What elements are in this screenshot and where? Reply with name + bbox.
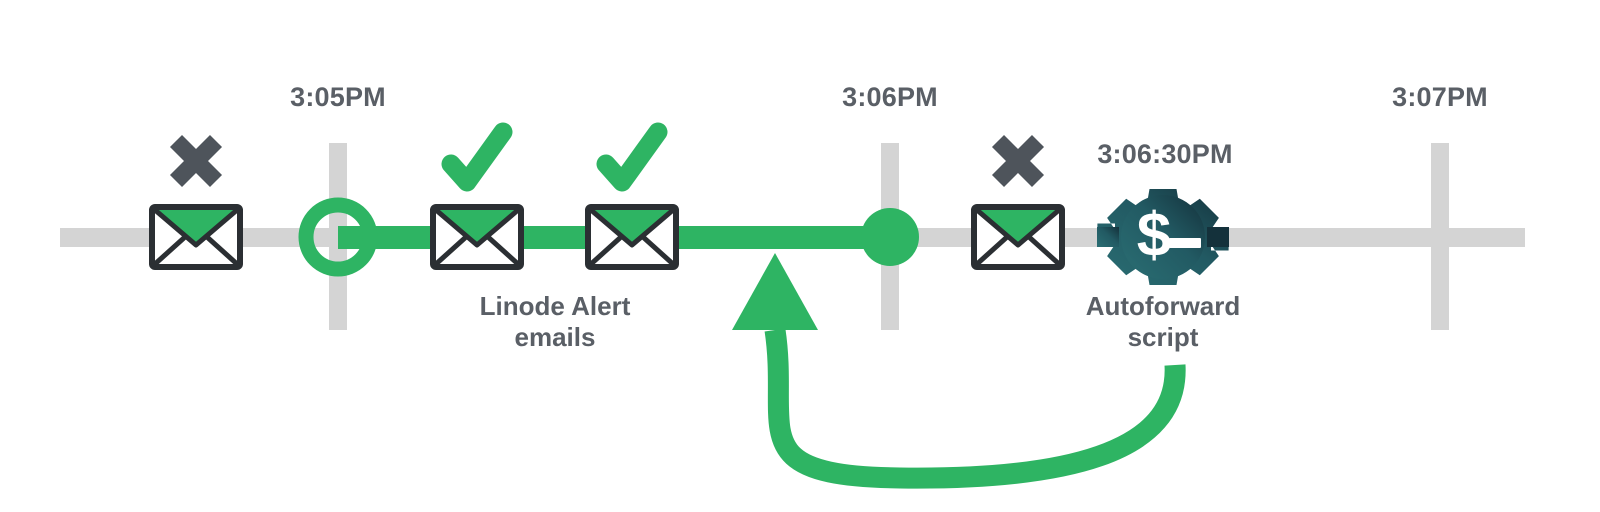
caption-linode-alert-emails: Linode Alert emails	[479, 291, 631, 352]
envelope-icon	[430, 204, 524, 270]
x-mark-icon	[169, 134, 223, 188]
envelope-icon	[149, 204, 243, 270]
tick-label-3-05pm: 3:05PM	[290, 82, 386, 112]
check-mark-icon	[441, 122, 513, 192]
caption-autoforward-script: Autoforward script	[1085, 291, 1241, 352]
marker-dot-3-06pm	[861, 208, 919, 266]
x-mark-icon	[991, 134, 1045, 188]
autoforward-feedback-arrow	[732, 253, 1186, 489]
svg-text:$: $	[1137, 201, 1171, 270]
tick-label-3-06pm: 3:06PM	[842, 82, 938, 112]
envelope-icon	[585, 204, 679, 270]
check-mark-icon	[596, 122, 668, 192]
marker-ring-3-05pm	[298, 197, 378, 277]
tick-label-3-07pm: 3:07PM	[1392, 82, 1488, 112]
envelope-icon	[971, 204, 1065, 270]
gear-dollar-icon: $	[1097, 189, 1229, 285]
event-time-label-autoforward: 3:06:30PM	[1097, 139, 1233, 169]
tick-mark-3-07pm	[1431, 143, 1449, 330]
